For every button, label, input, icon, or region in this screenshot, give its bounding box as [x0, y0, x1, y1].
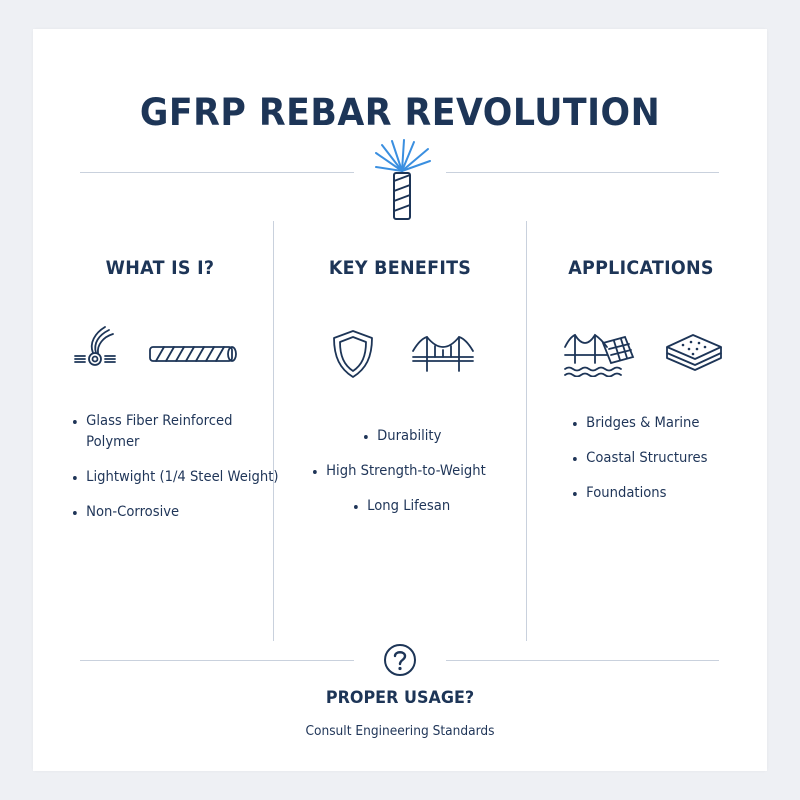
footer-title: PROPER USAGE? — [325, 688, 475, 708]
top-divider-left — [80, 172, 354, 173]
list-item: Durability — [363, 426, 441, 447]
list-item: Bridges & Marine — [573, 413, 742, 434]
foundation-slab-icon — [666, 334, 722, 371]
rebar-rod-icon — [149, 346, 237, 362]
footer-subtitle: Consult Engineering Standards — [305, 724, 495, 739]
column-title-what-is-it: WHAT IS I? — [105, 257, 215, 279]
top-divider-right — [446, 172, 719, 173]
what-is-it-list: Glass Fiber Reinforced Polymer Lightwigh… — [73, 411, 278, 537]
column-title-key-benefits: KEY BENEFITS — [328, 257, 472, 279]
column-title-applications: APPLICATIONS — [568, 257, 714, 279]
column-divider-2 — [526, 221, 527, 641]
infographic-card: GFRP REBAR REVOLUTION WHAT IS I? — [33, 29, 767, 771]
bridge-icon — [412, 335, 474, 372]
key-benefits-list: Durability High Strength-to-Weight Long … — [295, 426, 515, 531]
column-divider-1 — [273, 221, 274, 641]
list-item: Lightwight (1/4 Steel Weight) — [73, 467, 278, 488]
list-item: Coastal Structures — [573, 448, 742, 469]
marine-bridge-icon — [564, 333, 635, 377]
bottom-divider-right — [446, 660, 719, 661]
bottom-divider-left — [80, 660, 354, 661]
list-item: Long Lifesan — [353, 496, 450, 517]
list-item: Glass Fiber Reinforced Polymer — [73, 411, 246, 453]
page-title: GFRP REBAR REVOLUTION — [139, 91, 661, 134]
fiber-strand-icon — [74, 326, 116, 366]
applications-list: Bridges & Marine Coastal Structures Foun… — [573, 413, 753, 518]
shield-icon — [333, 330, 373, 378]
rebar-fiber-icon — [375, 139, 431, 220]
question-icon — [384, 644, 416, 676]
list-item: Non-Corrosive — [73, 502, 261, 523]
list-item: High Strength-to-Weight — [313, 461, 486, 482]
list-item: Foundations — [573, 483, 742, 504]
